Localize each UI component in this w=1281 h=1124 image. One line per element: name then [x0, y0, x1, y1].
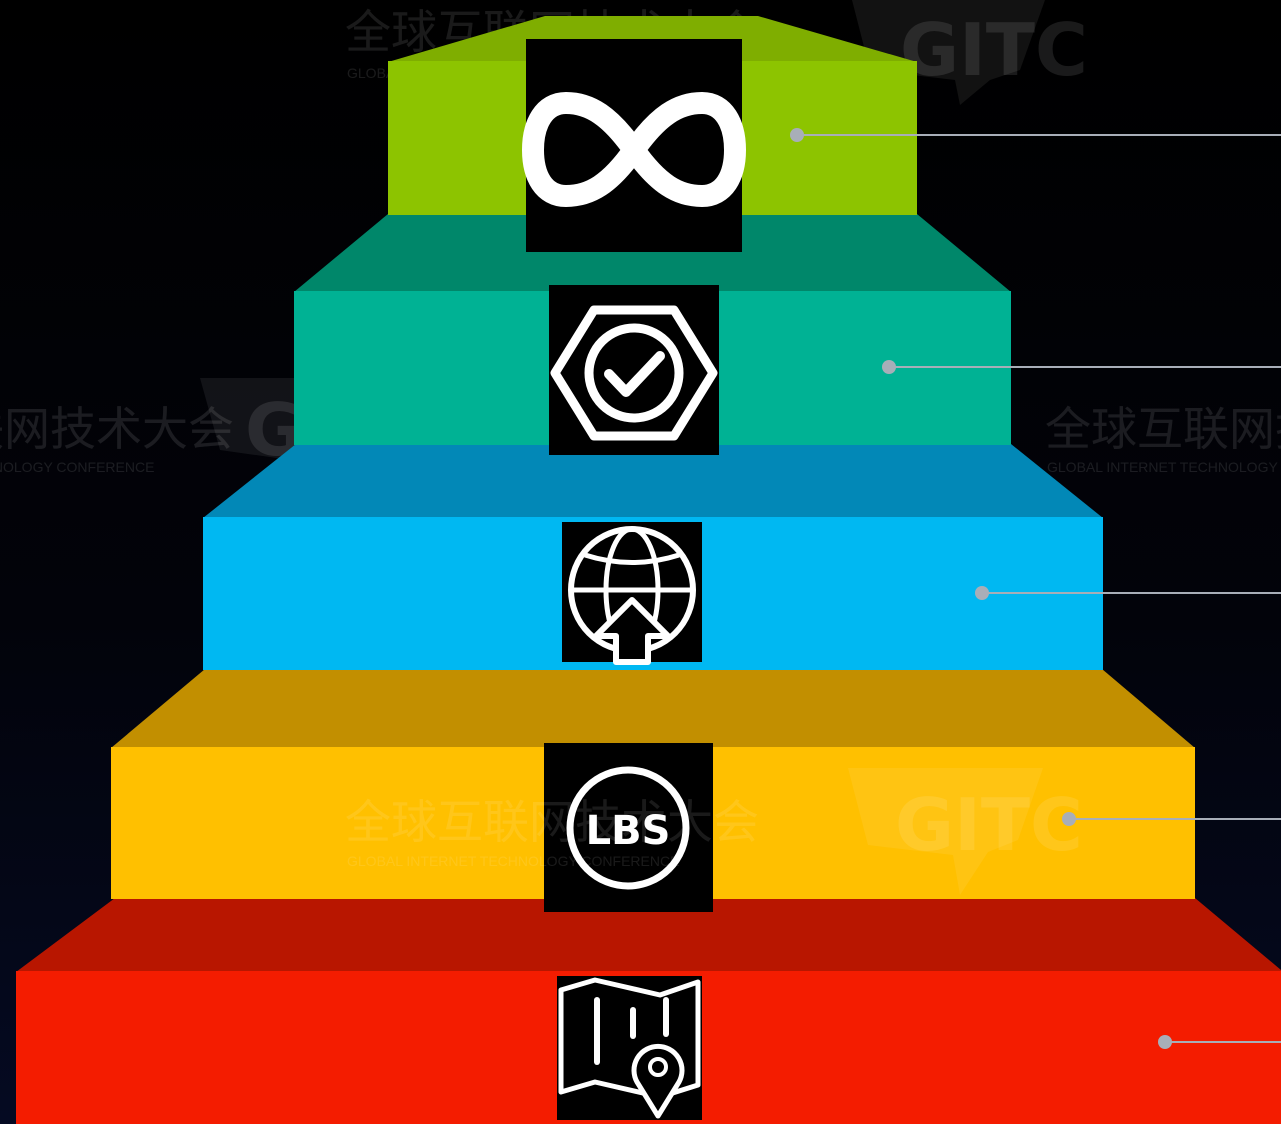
connector-dot: [1158, 1035, 1172, 1049]
step-bottom-top-surface: [16, 898, 1281, 972]
watermark-logo: GITC: [900, 8, 1088, 92]
watermark-title-right: 全球互联网技术大会: [1045, 402, 1281, 456]
connector-dot: [975, 586, 989, 600]
watermark-subtitle-mid: GLOBAL INTERNET TECHNOLOGY CONFERENCE: [347, 853, 679, 869]
step-fourth-top-surface: [111, 669, 1195, 748]
connector-step-bottom: [1158, 1035, 1281, 1049]
lbs-label: LBS: [586, 808, 671, 854]
watermark-logo-mid: GITC: [895, 783, 1083, 867]
connector-dot: [790, 128, 804, 142]
connector-step-third: [975, 586, 1281, 600]
connector-step-top: [790, 128, 1281, 142]
connector-step-fourth: [1062, 812, 1281, 826]
watermark-logo-shape-mid: [848, 768, 1043, 895]
watermark-overlay: 全球互联网技术大会 GLOBAL INTERNET TECHNOLOGY CON…: [345, 768, 1083, 895]
globe-upload-icon: [562, 522, 702, 665]
connector-layer: [790, 128, 1281, 1049]
infinity-icon: [522, 39, 746, 252]
watermark-right: 全球互联网技术大会 GLOBAL INTERNET TECHNOLOGY CON…: [1045, 402, 1281, 475]
watermark-subtitle-right: GLOBAL INTERNET TECHNOLOGY CONFERENCE: [1047, 459, 1281, 475]
lbs-icon: LBS: [544, 743, 713, 912]
connector-step-second: [882, 360, 1281, 374]
watermark-subtitle-left: GLOBAL INTERNET TECHNOLOGY CONFERENCE: [0, 459, 154, 475]
connector-dot: [882, 360, 896, 374]
connector-dot: [1062, 812, 1076, 826]
hexagon-check-icon: [549, 285, 719, 455]
watermark-title-mid: 全球互联网技术大会: [345, 795, 759, 849]
watermark-logo-shape: [852, 0, 1045, 105]
step-third-top-surface: [203, 444, 1103, 518]
map-pin-icon: [557, 976, 702, 1120]
watermark-title-left: 全球互联网技术大会: [0, 402, 234, 456]
step-second-top-surface: [294, 214, 1011, 292]
